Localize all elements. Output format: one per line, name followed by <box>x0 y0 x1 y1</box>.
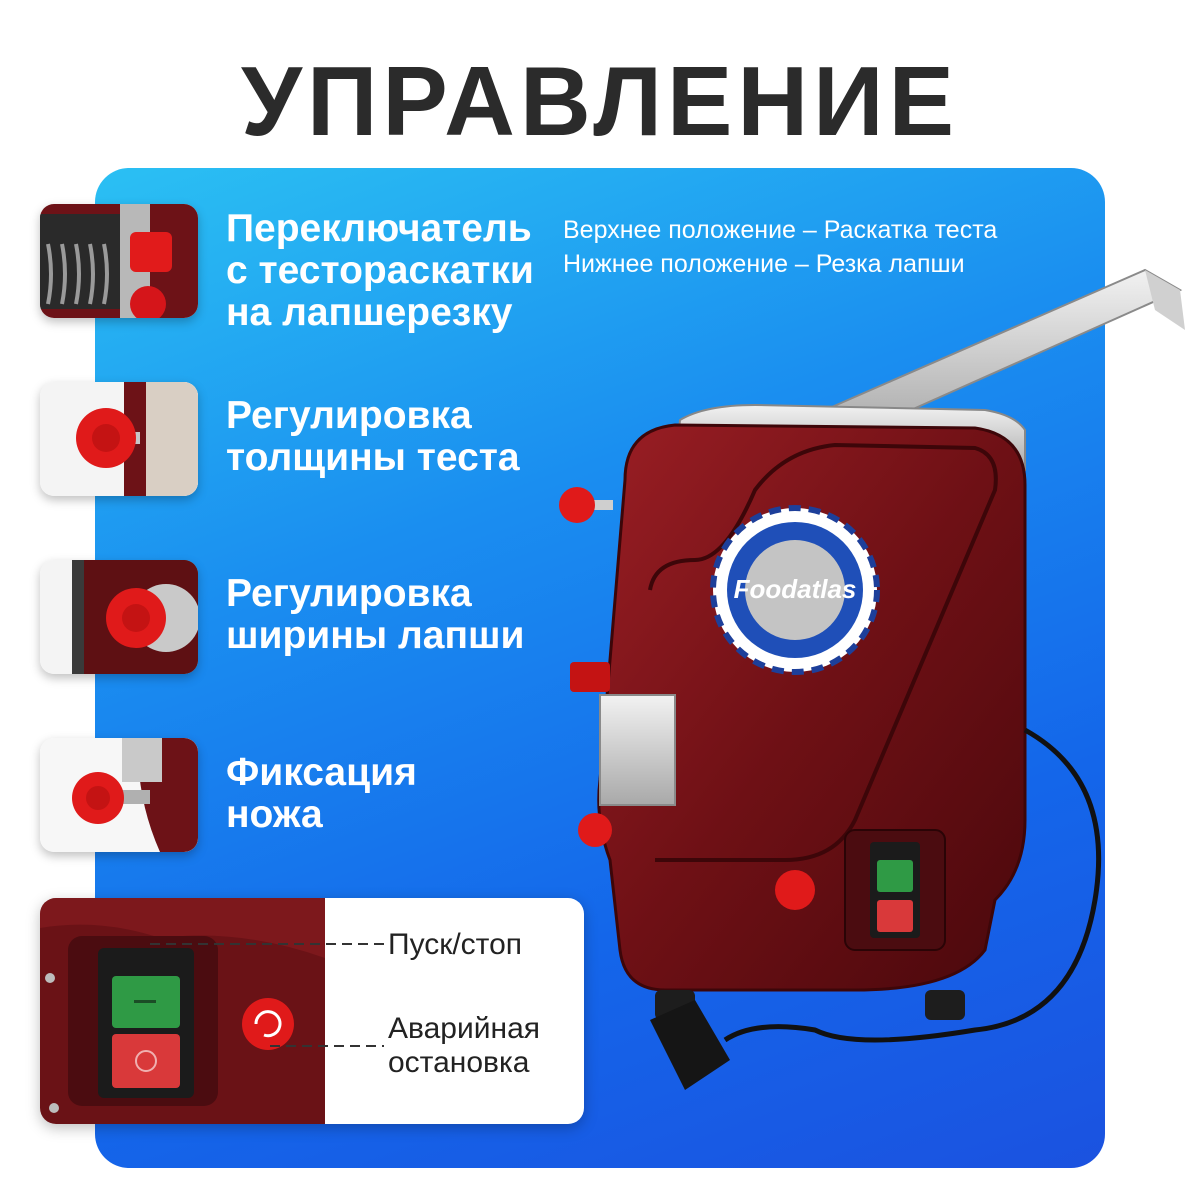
brand-logo-text: Foodatlas <box>734 574 857 604</box>
width-thumbnail <box>40 560 198 674</box>
machine-stop-button[interactable] <box>877 900 913 932</box>
callout-lines <box>150 943 384 1047</box>
pasta-machine-illustration: Foodatlas <box>559 268 1185 1090</box>
power-controls-card: Пуск/стоп Аварийная остановка <box>40 898 584 1124</box>
switch-note-lower: Нижнее положение – Резка лапши <box>563 250 965 278</box>
thickness-label-line-2: толщины теста <box>226 436 520 479</box>
knife-lock-label-line-2: ножа <box>226 793 323 836</box>
emergency-label-line-2: остановка <box>388 1046 530 1079</box>
power-plug <box>650 1000 730 1090</box>
switch-note-upper: Верхнее положение – Раскатка теста <box>563 216 998 244</box>
switch-notes: Верхнее положение – Раскатка теста Нижне… <box>563 213 997 281</box>
power-panel-photo <box>40 898 325 1124</box>
start-stop-label: Пуск/стоп <box>388 928 523 961</box>
thickness-thumbnail <box>40 382 198 496</box>
knife-lock-label: Фиксация ножа <box>226 752 417 836</box>
knife-lock-thumbnail <box>40 738 198 852</box>
switch-lever-thumbnail <box>40 204 198 318</box>
switch-label: Переключатель с тестораскатки на лапшере… <box>226 208 534 334</box>
machine-start-button[interactable] <box>877 860 913 892</box>
width-label: Регулировка ширины лапши <box>226 573 524 657</box>
mode-switch-lever[interactable] <box>570 662 610 692</box>
thickness-knob[interactable] <box>559 487 595 523</box>
width-label-line-2: ширины лапши <box>226 614 525 657</box>
emergency-label-line-1: Аварийная <box>388 1012 540 1045</box>
switch-label-line-2: с тестораскатки <box>226 249 534 292</box>
thickness-label: Регулировка толщины теста <box>226 395 520 479</box>
switch-label-line-3: на лапшерезку <box>226 291 513 334</box>
page-title: УПРАВЛЕНИЕ <box>241 46 959 156</box>
emergency-stop-button[interactable] <box>242 998 294 1050</box>
knife-cover-hinge <box>599 694 676 806</box>
thickness-label-line-1: Регулировка <box>226 394 472 437</box>
knife-lock-label-line-1: Фиксация <box>226 751 417 794</box>
power-cord <box>723 727 1102 1043</box>
knife-lock-knob[interactable] <box>578 813 612 847</box>
stop-button[interactable] <box>112 1034 180 1088</box>
width-label-line-1: Регулировка <box>226 572 472 615</box>
knife-lock-knob-icon <box>40 738 198 852</box>
switch-lever-icon <box>40 204 198 318</box>
thickness-knob-icon <box>40 382 198 496</box>
emergency-label: Аварийная остановка <box>388 1012 540 1080</box>
switch-label-line-1: Переключатель <box>226 207 532 250</box>
machine-emergency-button[interactable] <box>775 870 815 910</box>
width-knob-icon <box>40 560 198 674</box>
